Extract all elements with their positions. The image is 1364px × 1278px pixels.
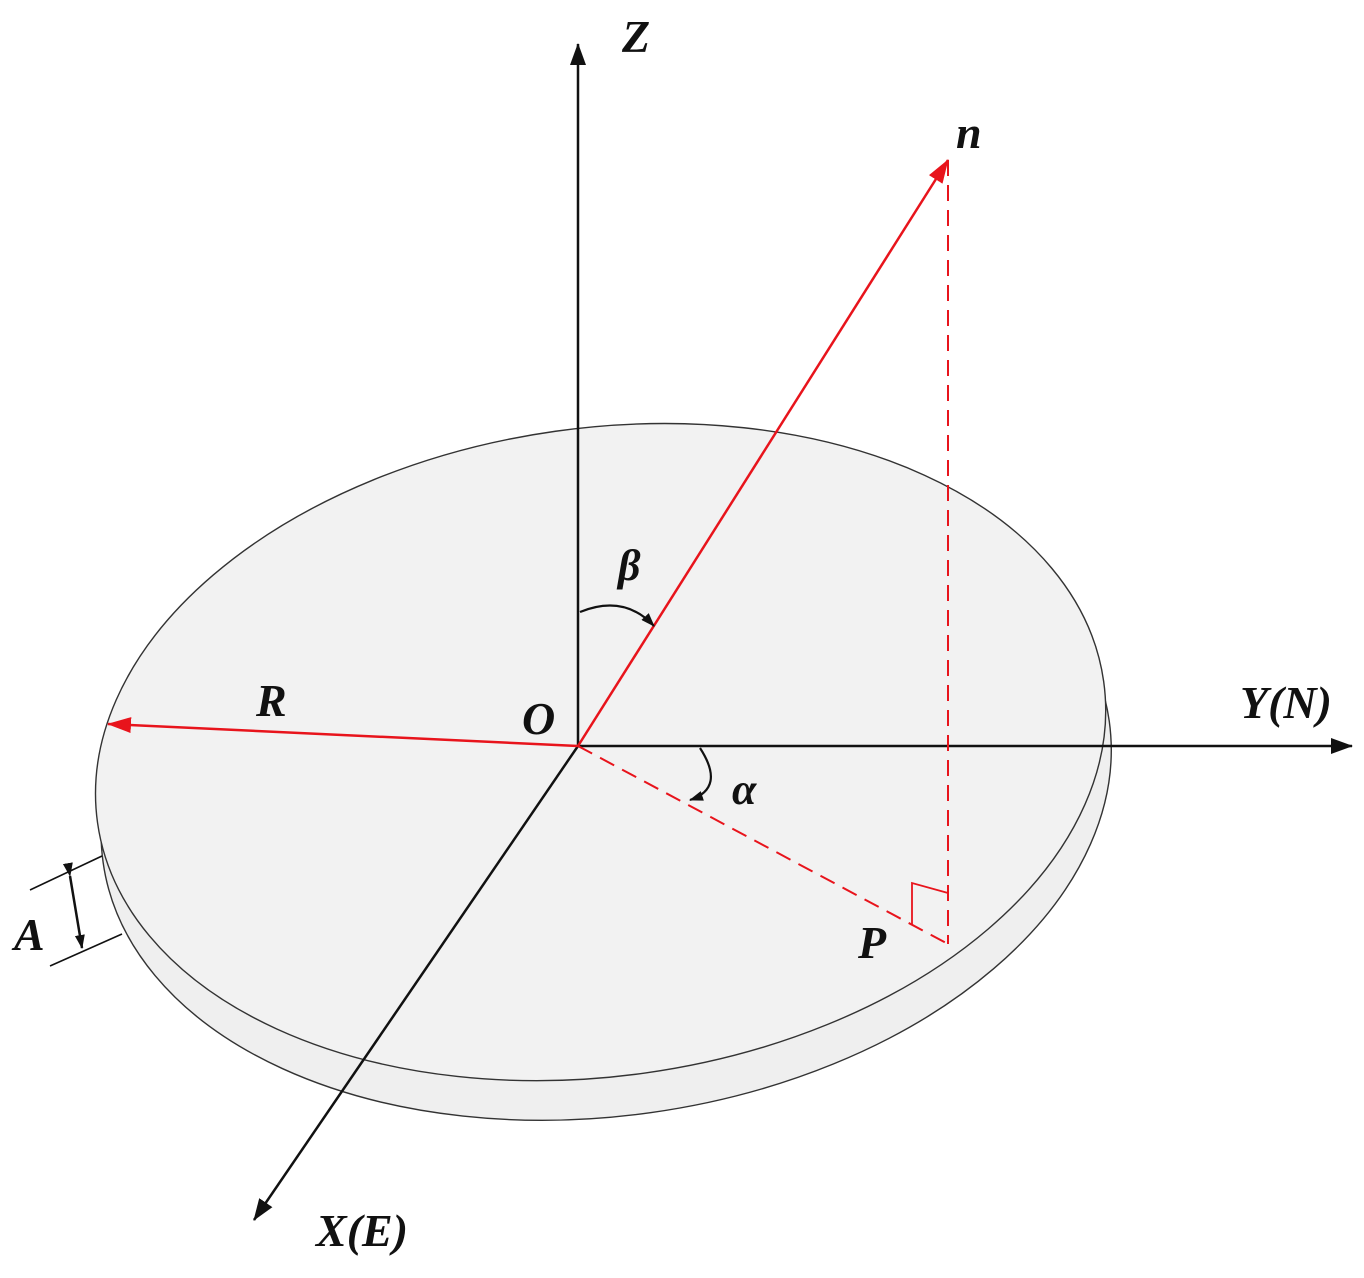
y-axis-letter: Y	[1240, 677, 1272, 728]
radius-label: R	[255, 675, 287, 726]
projection-point-label: P	[857, 917, 887, 968]
thickness-arrow	[62, 862, 85, 949]
right-angle-marker	[911, 881, 949, 925]
origin-label: O	[522, 693, 555, 744]
projection-line	[577, 745, 949, 945]
thickness-label: A	[11, 909, 45, 960]
beta-arc	[579, 604, 655, 627]
disk-top-face	[94, 422, 1107, 1082]
disk	[94, 422, 1112, 1121]
thickness-dimension	[29, 855, 123, 967]
x-axis-label: X(E)	[314, 1205, 408, 1256]
radius-vector	[107, 717, 579, 748]
z-axis-label: Z	[621, 11, 650, 62]
y-axis-label: Y(N)	[1240, 677, 1332, 728]
normal-label: n	[956, 107, 982, 158]
alpha-arc	[689, 747, 712, 802]
beta-label: β	[616, 541, 641, 590]
x-axis-paren: (E)	[347, 1205, 408, 1256]
y-axis-paren: (N)	[1268, 677, 1332, 728]
x-axis-letter: X	[314, 1205, 348, 1256]
alpha-label: α	[732, 765, 757, 814]
normal-vector	[576, 159, 950, 747]
x-axis	[252, 745, 580, 1221]
